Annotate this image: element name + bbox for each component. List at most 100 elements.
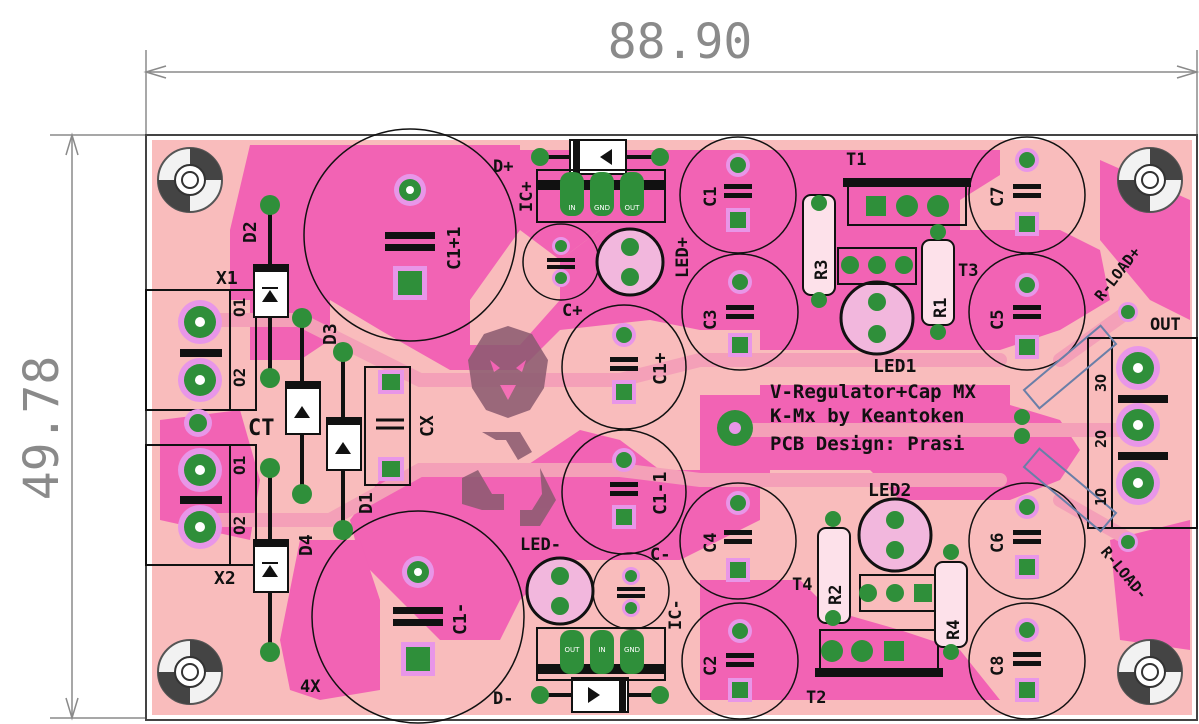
label-r1: R1 [931, 298, 951, 318]
capacitor-cx [364, 366, 411, 486]
led-1 [839, 280, 915, 356]
label-pin-1o: 1O [1092, 488, 1110, 506]
label-o1-top: O1 [230, 298, 249, 317]
terminal-block-x2 [145, 409, 257, 566]
cap-pads-c1plus [610, 323, 638, 404]
dimension-height [50, 132, 146, 721]
credits-block: V-Regulator+Cap MX K-Mx by Keantoken PCB… [770, 381, 976, 455]
label-d2: D2 [240, 221, 261, 243]
ic-minus-pin-out: OUT [565, 646, 581, 654]
label-o2-top: O2 [230, 368, 249, 387]
ic-minus-pin-in: IN [598, 646, 605, 654]
label-c8: C8 [988, 656, 1008, 676]
label-o2-bottom: O2 [230, 516, 249, 535]
cap-pads-cplus [547, 237, 575, 287]
diode-d2 [253, 195, 289, 388]
ic-plus-pin-out: OUT [625, 204, 641, 212]
cap-pads-c3 [726, 270, 754, 357]
label-icminus: IC- [666, 599, 686, 630]
ground-pad [717, 410, 753, 446]
label-x2: X2 [214, 568, 236, 589]
ic-plus-pin-in: IN [568, 204, 575, 212]
small-cap-pads [547, 148, 1041, 702]
label-c7: C7 [988, 187, 1008, 207]
label-r4: R4 [944, 620, 964, 640]
label-cminus: C- [650, 545, 670, 565]
label-ledplus: LED+ [673, 237, 693, 278]
cap-pads-c2 [726, 619, 754, 702]
label-c2: C2 [701, 656, 721, 676]
label-t2: T2 [806, 688, 826, 708]
credits-line-1: V-Regulator+Cap MX [770, 381, 976, 403]
credits-line-3: PCB Design: Prasi [770, 433, 964, 455]
cap-pads-c5 [1013, 273, 1041, 359]
cap-pads-c8 [1013, 618, 1041, 702]
recycle-icon [462, 432, 556, 526]
label-d4: D4 [296, 534, 317, 556]
cap-pads-c6 [1013, 495, 1041, 579]
transistor-t1 [843, 178, 971, 226]
cap-pads-c1m1 [610, 448, 638, 529]
label-t4: T4 [792, 575, 812, 595]
cap-c1m [393, 556, 443, 676]
label-dminus: D- [493, 689, 513, 709]
dimension-width [143, 50, 1199, 135]
cap-pads-c1 [724, 153, 752, 232]
label-c3: C3 [701, 310, 721, 330]
label-c6: C6 [988, 533, 1008, 553]
transistor-t2 [815, 629, 943, 677]
resistors [802, 194, 968, 648]
label-t1: T1 [846, 150, 866, 170]
label-cplus: C+ [562, 301, 582, 321]
ic-plus-pin-gnd: GND [594, 204, 610, 212]
ic-minus-pin-gnd: GND [624, 646, 640, 654]
label-r3: R3 [812, 260, 832, 280]
resistor-pads [811, 195, 959, 660]
led-minus [525, 556, 595, 626]
label-pin-3o: 3O [1092, 374, 1110, 392]
height-dimension-label: 49.78 [14, 356, 70, 501]
label-ct: CT [248, 416, 275, 441]
cap-c1p1 [385, 174, 435, 300]
label-x1: X1 [216, 268, 238, 289]
label-d3: D3 [320, 323, 341, 345]
label-c1p: C1+ [650, 352, 671, 385]
label-led2: LED2 [868, 480, 911, 501]
diode-d4 [253, 458, 289, 662]
diodes [253, 139, 669, 713]
label-4x: 4X [300, 677, 321, 697]
label-t3: T3 [958, 261, 978, 281]
ic-minus: OUT IN GND [536, 627, 666, 681]
label-c1m1: C1-1 [650, 472, 671, 515]
label-d1: D1 [356, 492, 377, 514]
leds [525, 227, 933, 626]
terminal-block-out [1014, 302, 1198, 552]
label-out: OUT [1150, 315, 1181, 335]
lion-logo-icon [468, 326, 548, 418]
capacitor-outlines [303, 128, 1086, 724]
label-ledminus: LED- [520, 535, 561, 555]
capacitor-pads [385, 174, 443, 676]
diode-d1 [326, 342, 362, 540]
label-c1: C1 [701, 187, 721, 207]
mounting-hole-icon [157, 147, 1183, 705]
label-pin-2o: 2O [1092, 430, 1110, 448]
resistor-r2 [817, 527, 851, 624]
diode-dminus [531, 677, 669, 713]
traces [193, 303, 1137, 547]
label-c1m: C1- [450, 602, 471, 635]
cap-pads-c4 [724, 491, 752, 582]
led-2 [857, 497, 933, 573]
transistor-t3 [837, 247, 917, 285]
credits-line-2: K-Mx by Keantoken [770, 405, 964, 427]
diode-d3 [285, 308, 321, 504]
cap-pads-c7 [1013, 148, 1041, 236]
label-c1p1: C1+1 [444, 227, 465, 270]
label-led1: LED1 [873, 356, 916, 377]
led-plus [595, 227, 665, 297]
label-cx: CX [417, 415, 438, 437]
width-dimension-label: 88.90 [608, 14, 753, 70]
label-r2: R2 [826, 585, 846, 605]
label-icplus: IC+ [517, 181, 537, 212]
